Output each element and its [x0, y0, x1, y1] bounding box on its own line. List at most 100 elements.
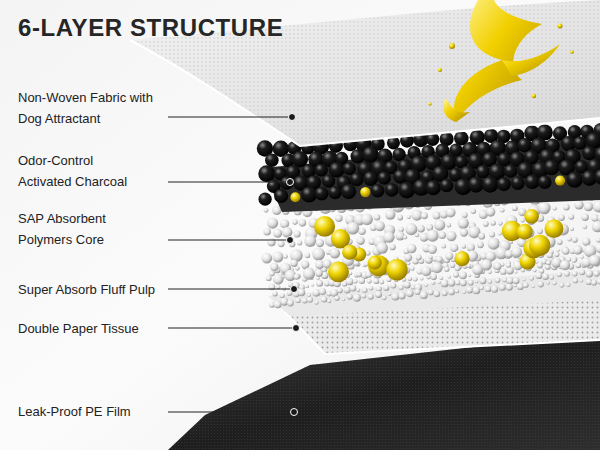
sap-granule [500, 208, 505, 213]
fluff-fiber [368, 294, 374, 300]
fluff-fiber [439, 276, 443, 280]
charcoal-bead [315, 164, 328, 177]
sap-granule [273, 274, 283, 284]
sap-granule [283, 254, 288, 259]
charcoal-bead [566, 172, 582, 188]
sap-granule [270, 263, 278, 271]
fluff-fiber [448, 289, 455, 296]
sap-granule [563, 204, 569, 210]
sap-granule [316, 239, 324, 247]
charcoal-bead [482, 176, 498, 192]
sap-granule [294, 231, 301, 238]
fluff-fiber [442, 290, 448, 296]
fluff-fiber [506, 284, 513, 291]
sap-granule [498, 232, 502, 236]
sap-granule [433, 212, 441, 220]
sap-granule [272, 252, 283, 263]
charcoal-bead [377, 171, 391, 185]
fluff-fiber [579, 279, 583, 283]
fluff-fiber [369, 286, 374, 291]
sap-granule [460, 228, 468, 236]
sap-granule [335, 215, 343, 223]
attractant-splash [502, 44, 560, 76]
charcoal-bead [511, 176, 525, 190]
sap-granule [572, 237, 578, 243]
fluff-fiber [500, 269, 506, 275]
sap-granule [538, 202, 551, 215]
fluff-fiber [390, 283, 396, 289]
fluff-fiber [488, 270, 492, 274]
charcoal-bead [315, 187, 329, 201]
fluff-fiber [546, 281, 550, 285]
charcoal-bead [468, 177, 484, 193]
sap-granule [375, 221, 385, 231]
fluff-fiber [485, 286, 491, 292]
sap-granule [361, 213, 373, 225]
diagram-title: 6-LAYER STRUCTURE [18, 14, 283, 42]
fluff-fiber [420, 291, 428, 299]
sap-granule [267, 217, 278, 228]
sap-granule [303, 268, 315, 280]
sap-granule [521, 218, 525, 222]
fluff-fiber [479, 277, 486, 284]
leader-dots [287, 114, 300, 416]
sap-granule [458, 218, 469, 229]
fluff-fiber [564, 271, 570, 277]
sap-granule [462, 244, 467, 249]
sap-granule [434, 219, 445, 230]
attractant-bead [524, 209, 539, 224]
sap-granule [385, 209, 395, 219]
fluff-fiber [379, 279, 384, 284]
fluff-fiber [376, 286, 382, 292]
charcoal-bead [504, 164, 518, 178]
fluff-fiber [552, 281, 556, 285]
attractant-drop [532, 94, 536, 98]
sap-granule [483, 221, 489, 227]
sap-granule [428, 255, 432, 259]
fluff-fiber [438, 281, 441, 284]
fluff-fiber [506, 267, 514, 275]
fluff-fiber [514, 284, 517, 287]
sap-granule [582, 224, 587, 229]
sap-granule [421, 212, 428, 219]
sap-granule [397, 215, 403, 221]
fluff-fiber [350, 285, 356, 291]
sap-granule [390, 244, 396, 250]
fluff-fiber [466, 287, 473, 294]
fluff-fiber [572, 271, 577, 276]
fluff-fiber [391, 293, 399, 301]
fluff-fiber [575, 262, 581, 268]
fluff-fiber [431, 274, 437, 280]
sap-granule [427, 230, 439, 242]
attractant-drop [558, 24, 563, 29]
sap-granule [404, 253, 412, 261]
attractant-bead [555, 175, 565, 185]
sap-granule [553, 206, 557, 210]
sap-granule [428, 245, 437, 254]
fluff-fiber [353, 279, 357, 283]
sap-granule [304, 235, 316, 247]
fluff-fiber [522, 278, 525, 281]
fluff-fiber [448, 279, 455, 286]
sap-granule [481, 259, 492, 270]
fluff-fiber [468, 280, 474, 286]
sap-granule [441, 244, 446, 249]
charcoal-bead [274, 189, 288, 203]
sap-granule [407, 215, 411, 219]
sap-granule [596, 238, 600, 243]
leader-dot [287, 237, 294, 244]
fluff-fiber [559, 283, 564, 288]
fluff-fiber [388, 292, 391, 295]
layer-label: Super Absorb Fluff Pulp [18, 279, 193, 300]
attractant-bead [529, 235, 550, 256]
sap-granule [290, 260, 297, 267]
fluff-fiber [531, 285, 534, 288]
fluff-fiber [272, 291, 277, 296]
fluff-fiber [473, 287, 481, 295]
sap-granule [263, 228, 271, 236]
sap-granule [592, 221, 600, 233]
sap-granule [490, 220, 495, 225]
fluff-fiber [453, 272, 459, 278]
sap-granule [376, 242, 388, 254]
